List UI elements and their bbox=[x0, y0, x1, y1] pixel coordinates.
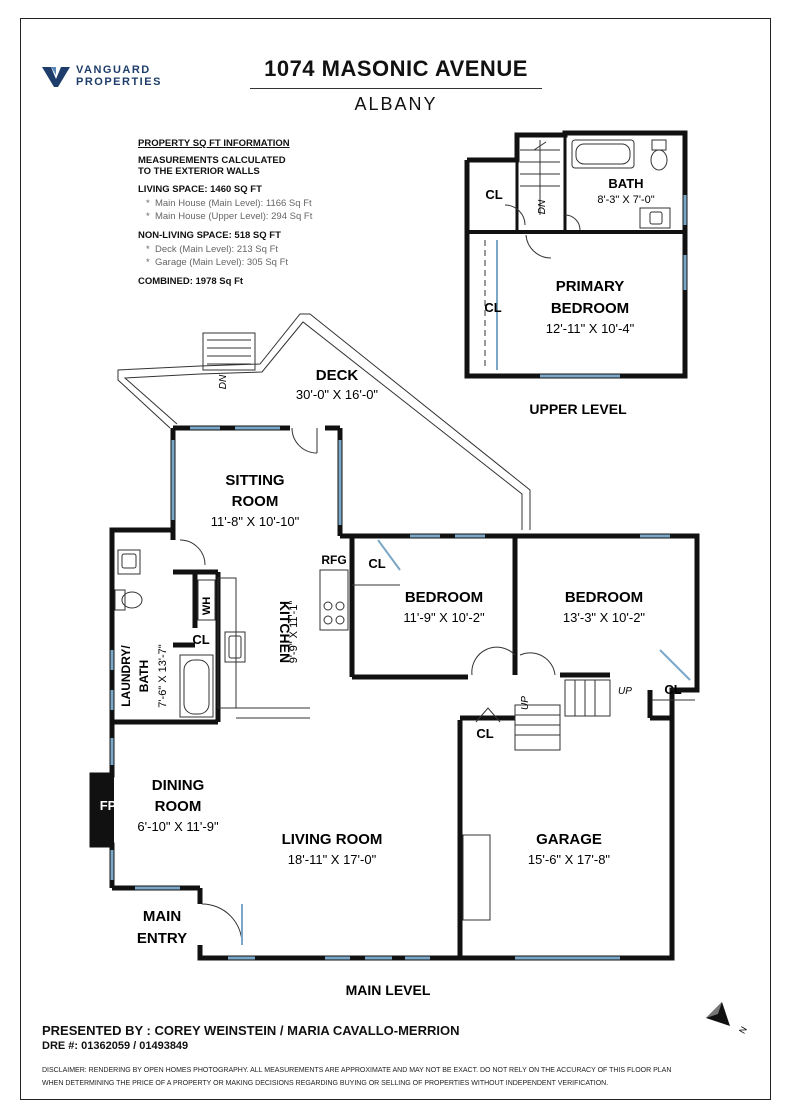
info-living-item: * Main House (Main Level): 1166 Sq Ft bbox=[146, 198, 312, 209]
presented-by: PRESENTED BY : COREY WEINSTEIN / MARIA C… bbox=[42, 1023, 460, 1038]
laundry-label1: LAUNDRY/ bbox=[119, 645, 133, 707]
bedroom1-dim: 11'-9" X 10'-2" bbox=[403, 610, 485, 625]
logo-mark-icon bbox=[42, 67, 70, 87]
dining-room-label1: DINING bbox=[152, 777, 205, 794]
bath-upper-label: BATH bbox=[608, 176, 643, 191]
fireplace bbox=[92, 775, 114, 845]
sqft-info: PROPERTY SQ FT INFORMATION MEASUREMENTS … bbox=[138, 138, 312, 289]
bath-upper-dim: 8'-3" X 7'-0" bbox=[597, 194, 654, 206]
up2-label: UP bbox=[618, 686, 632, 697]
info-nonliving-item: * Garage (Main Level): 305 Sq Ft bbox=[146, 257, 289, 268]
page-frame bbox=[20, 18, 771, 1100]
page-subtitle: ALBANY bbox=[354, 94, 438, 114]
kitchen-dim: 9'-9" X 11'-1" bbox=[288, 601, 300, 664]
cl-right-label: CL bbox=[664, 682, 681, 697]
dining-room-dim: 6'-10" X 11'-9" bbox=[137, 819, 219, 834]
main-level-windows bbox=[110, 426, 670, 960]
cl-up1-label: CL bbox=[485, 187, 502, 202]
main-entry-label1: MAIN bbox=[143, 908, 181, 925]
upper-level-label: UPPER LEVEL bbox=[529, 401, 627, 417]
info-note2: TO THE EXTERIOR WALLS bbox=[138, 166, 260, 177]
main-level-walls bbox=[89, 425, 700, 961]
deck-dn-label: DN bbox=[218, 374, 229, 389]
living-room-dim: 18'-11" X 17'-0" bbox=[288, 852, 377, 867]
disclaimer-line1: DISCLAIMER: RENDERING BY OPEN HOMES PHOT… bbox=[42, 1067, 672, 1074]
cl-up2-label: CL bbox=[484, 300, 501, 315]
logo-line2: PROPERTIES bbox=[76, 76, 162, 88]
deck-label: DECK bbox=[316, 367, 359, 384]
cl-hall-label: CL bbox=[192, 632, 209, 647]
page-title: 1074 MASONIC AVENUE bbox=[264, 56, 528, 81]
garage-dim: 15'-6" X 17'-8" bbox=[528, 852, 611, 867]
info-combined: COMBINED: 1978 Sq Ft bbox=[138, 276, 244, 287]
up1-label: UP bbox=[520, 696, 531, 710]
main-fixtures bbox=[114, 427, 695, 946]
primary-bedroom-label1: PRIMARY bbox=[556, 278, 625, 295]
north-label: N bbox=[737, 1025, 749, 1036]
kitchen-label: KITCHEN bbox=[277, 601, 293, 663]
info-living-item: * Main House (Upper Level): 294 Sq Ft bbox=[146, 211, 313, 222]
upper-windows bbox=[540, 195, 687, 378]
primary-bedroom-label2: BEDROOM bbox=[551, 300, 629, 317]
info-nonliving-item: * Deck (Main Level): 213 Sq Ft bbox=[146, 244, 279, 255]
cl-bed1-label: CL bbox=[368, 556, 385, 571]
main-level-label: MAIN LEVEL bbox=[346, 982, 431, 998]
cl-stair-label: CL bbox=[476, 726, 493, 741]
upper-level-plan bbox=[464, 130, 688, 379]
deck-outline bbox=[117, 313, 531, 530]
info-nonliving: NON-LIVING SPACE: 518 SQ FT bbox=[138, 230, 281, 241]
sitting-room-label2: ROOM bbox=[232, 493, 279, 510]
disclaimer: DISCLAIMER: RENDERING BY OPEN HOMES PHOT… bbox=[42, 1064, 762, 1090]
info-heading: PROPERTY SQ FT INFORMATION bbox=[138, 138, 290, 149]
logo-line1: VANGUARD bbox=[76, 64, 151, 76]
logo: VANGUARD PROPERTIES bbox=[42, 64, 162, 88]
primary-bedroom-dim: 12'-11" X 10'-4" bbox=[546, 321, 635, 336]
bedroom2-dim: 13'-3" X 10'-2" bbox=[563, 610, 646, 625]
dre-number: DRE #: 01362059 / 01493849 bbox=[42, 1040, 189, 1052]
wh-label: WH bbox=[201, 597, 213, 615]
dining-room-label2: ROOM bbox=[155, 798, 202, 815]
sitting-room-dim: 11'-8" X 10'-10" bbox=[211, 514, 300, 529]
dn-upper-label: DN bbox=[537, 199, 548, 214]
deck-dim: 30'-0" X 16'-0" bbox=[296, 387, 379, 402]
info-living: LIVING SPACE: 1460 SQ FT bbox=[138, 184, 262, 195]
laundry-dim: 7'-6" X 13'-7" bbox=[157, 644, 169, 707]
living-room-label: LIVING ROOM bbox=[282, 831, 383, 848]
disclaimer-line2: WHEN DETERMINING THE PRICE OF A PROPERTY… bbox=[42, 1080, 609, 1087]
main-entry-label2: ENTRY bbox=[137, 930, 187, 947]
bedroom1-label: BEDROOM bbox=[405, 589, 483, 606]
sitting-room-label1: SITTING bbox=[225, 472, 284, 489]
upper-fixtures bbox=[484, 139, 671, 370]
bedroom2-label: BEDROOM bbox=[565, 589, 643, 606]
rfg-label: RFG bbox=[321, 553, 346, 567]
north-arrow-icon: N bbox=[706, 1002, 749, 1035]
fp-label: FP bbox=[100, 798, 117, 813]
laundry-label2: BATH bbox=[137, 660, 151, 692]
garage-label: GARAGE bbox=[536, 831, 602, 848]
title-divider bbox=[250, 88, 542, 89]
info-note1: MEASUREMENTS CALCULATED bbox=[138, 155, 286, 166]
